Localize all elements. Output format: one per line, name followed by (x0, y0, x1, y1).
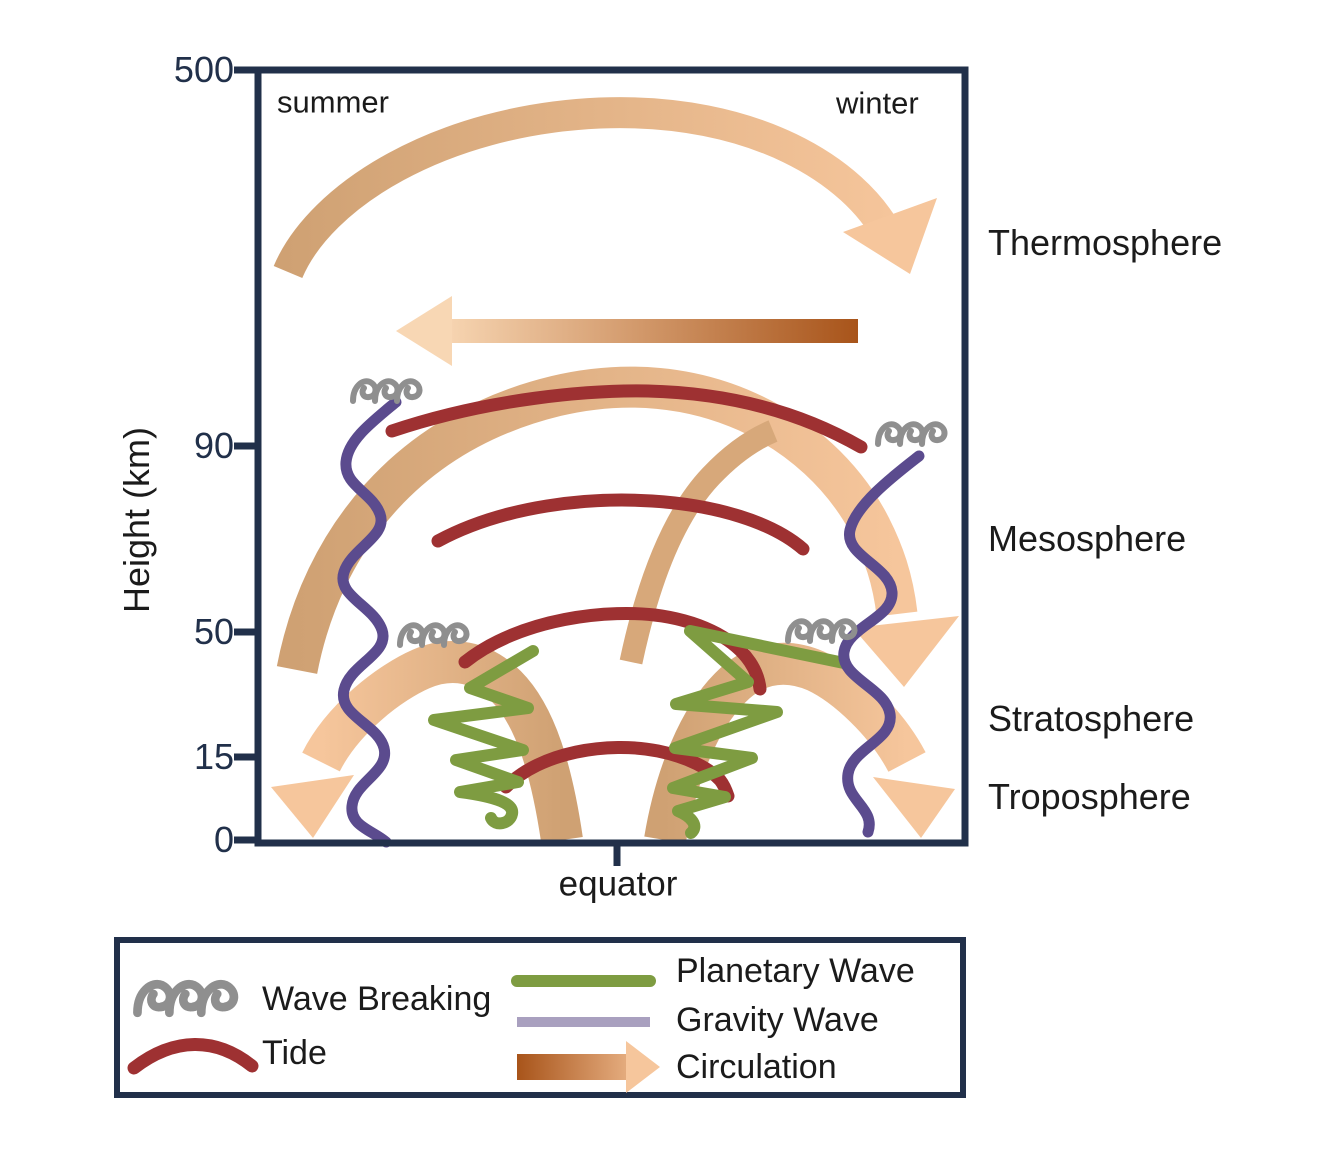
wave-breaking-icon (400, 625, 467, 645)
layer-label-mesosphere: Mesosphere (988, 518, 1187, 559)
mesosphere-arrowhead (853, 616, 959, 687)
legend-label-tide: Tide (262, 1034, 327, 1072)
layer-label-thermosphere: Thermosphere (988, 222, 1223, 263)
tide-arc-stratopause (458, 606, 767, 696)
gravity-wave-left (337, 396, 402, 848)
wave-breaking-icon (878, 424, 945, 444)
equator-label: equator (558, 864, 678, 904)
legend-label-wave-breaking: Wave Breaking (262, 980, 492, 1018)
y-tick-label-50: 50 (193, 611, 234, 652)
y-tick-label-500: 500 (173, 49, 234, 90)
y-tick-label-0: 0 (213, 819, 234, 860)
tide-arc-troposphere (499, 740, 735, 803)
tide-arc-upper (385, 384, 868, 454)
tide-arc-icon (127, 1038, 259, 1075)
stratosphere-left-arrowhead (271, 775, 354, 838)
thermosphere-circulation-arc (273, 97, 902, 279)
y-tick-label-90: 90 (193, 425, 234, 466)
legend-label-circulation: Circulation (676, 1048, 837, 1086)
legend-box (114, 937, 966, 1098)
gravity-wave-right (838, 450, 925, 838)
circulation-arrowhead-icon (626, 1041, 660, 1093)
stratosphere-right-arrowhead (873, 777, 955, 838)
wave-breaking-icon (788, 621, 855, 641)
y-axis-title: Height (km) (116, 426, 157, 614)
tide-arc-mesosphere (431, 493, 810, 556)
planetary-wave-right (667, 625, 850, 839)
summer-label: summer (277, 84, 389, 120)
legend-label-planetary-wave: Planetary Wave (676, 952, 915, 990)
y-tick-label-15: 15 (193, 736, 234, 777)
thermosphere-arrowhead (843, 198, 937, 274)
mesosphere-horizontal-arrowhead (396, 296, 452, 366)
wave-breaking-icon (353, 381, 420, 401)
layer-label-troposphere: Troposphere (988, 776, 1191, 817)
winter-label: winter (836, 85, 919, 121)
y-axis-ticks (234, 66, 258, 844)
equator-upwelling-arc (619, 420, 778, 665)
legend-label-gravity-wave: Gravity Wave (676, 1001, 879, 1039)
wave-breaking-icon (137, 984, 233, 1013)
layer-label-stratosphere: Stratosphere (988, 698, 1195, 739)
planetary-wave-left (428, 645, 539, 830)
plot-frame (254, 66, 969, 847)
